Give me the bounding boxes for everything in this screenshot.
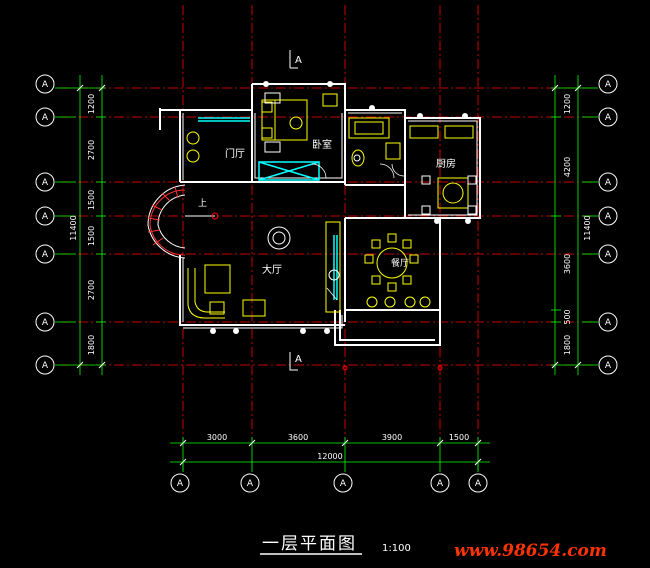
axis-bottom-4: A	[475, 479, 482, 489]
axis-right-2: A	[605, 178, 612, 188]
section-mark-top: A	[295, 55, 302, 66]
drawing-title: 一层平面图	[262, 534, 357, 554]
axis-right-4: A	[605, 250, 612, 260]
dim-bottom-1: 3600	[288, 433, 308, 442]
axis-bubbles	[35, 74, 618, 493]
dim-bottom-3: 1500	[449, 433, 469, 442]
dim-right-2: 3600	[563, 254, 572, 274]
dim-bottom-total: 12000	[317, 452, 342, 461]
axis-right-5: A	[605, 318, 612, 328]
dim-left-2: 1500	[87, 190, 96, 210]
axis-left-6: A	[42, 361, 49, 371]
section-marks	[289, 50, 298, 371]
dim-right-4: 1800	[563, 335, 572, 355]
axis-left-5: A	[42, 318, 49, 328]
inner-walls	[182, 112, 478, 329]
grid-markers	[342, 365, 443, 371]
dim-ticks	[76, 84, 582, 466]
dim-left-5: 1800	[87, 335, 96, 355]
room-label-foyer: 门厅	[225, 147, 245, 160]
dim-right-1: 4200	[563, 157, 572, 177]
room-label-dining: 餐厅	[391, 257, 409, 269]
wall-markers	[210, 81, 471, 334]
door-swings	[311, 163, 405, 301]
axis-left-4: A	[42, 250, 49, 260]
watermark-text: www.98654.com	[454, 541, 607, 561]
stair-treads	[147, 186, 186, 256]
axis-bottom-0: A	[177, 479, 184, 489]
axis-left-2: A	[42, 178, 49, 188]
spiral-stair	[147, 184, 186, 259]
axis-right-3: A	[605, 212, 612, 222]
walls	[159, 83, 481, 346]
dim-right-total: 11400	[583, 215, 592, 240]
axis-grid	[60, 5, 595, 440]
furniture-details	[264, 92, 477, 281]
stair-center-mark	[211, 212, 219, 220]
dim-left-4: 2700	[87, 280, 96, 300]
windows	[198, 117, 338, 300]
axis-left-0: A	[42, 80, 49, 90]
dim-right-3: 500	[563, 309, 572, 324]
dim-left-3: 1500	[87, 226, 96, 246]
dim-right-0: 1200	[563, 94, 572, 114]
dimension-lines	[55, 75, 598, 472]
axis-left-3: A	[42, 212, 49, 222]
axis-right-1: A	[605, 113, 612, 123]
axis-bottom-3: A	[437, 479, 444, 489]
axis-left-1: A	[42, 113, 49, 123]
dim-bottom-2: 3900	[382, 433, 402, 442]
axis-right-0: A	[605, 80, 612, 90]
axis-right-6: A	[605, 361, 612, 371]
drawing-scale: 1:100	[382, 543, 411, 554]
room-label-living: 大厅	[262, 263, 282, 276]
dim-bottom-0: 3000	[207, 433, 227, 442]
dim-left-0: 1200	[87, 94, 96, 114]
room-label-kitchen: 厨房	[436, 157, 456, 170]
section-mark-bottom: A	[295, 354, 302, 365]
stair-up-label: 上	[198, 198, 207, 209]
room-label-bedroom: 卧室	[312, 138, 332, 151]
axis-bottom-1: A	[247, 479, 254, 489]
furniture	[186, 93, 474, 319]
dim-left-total: 11400	[69, 215, 78, 240]
dim-left-1: 2700	[87, 140, 96, 160]
axis-bottom-2: A	[340, 479, 347, 489]
